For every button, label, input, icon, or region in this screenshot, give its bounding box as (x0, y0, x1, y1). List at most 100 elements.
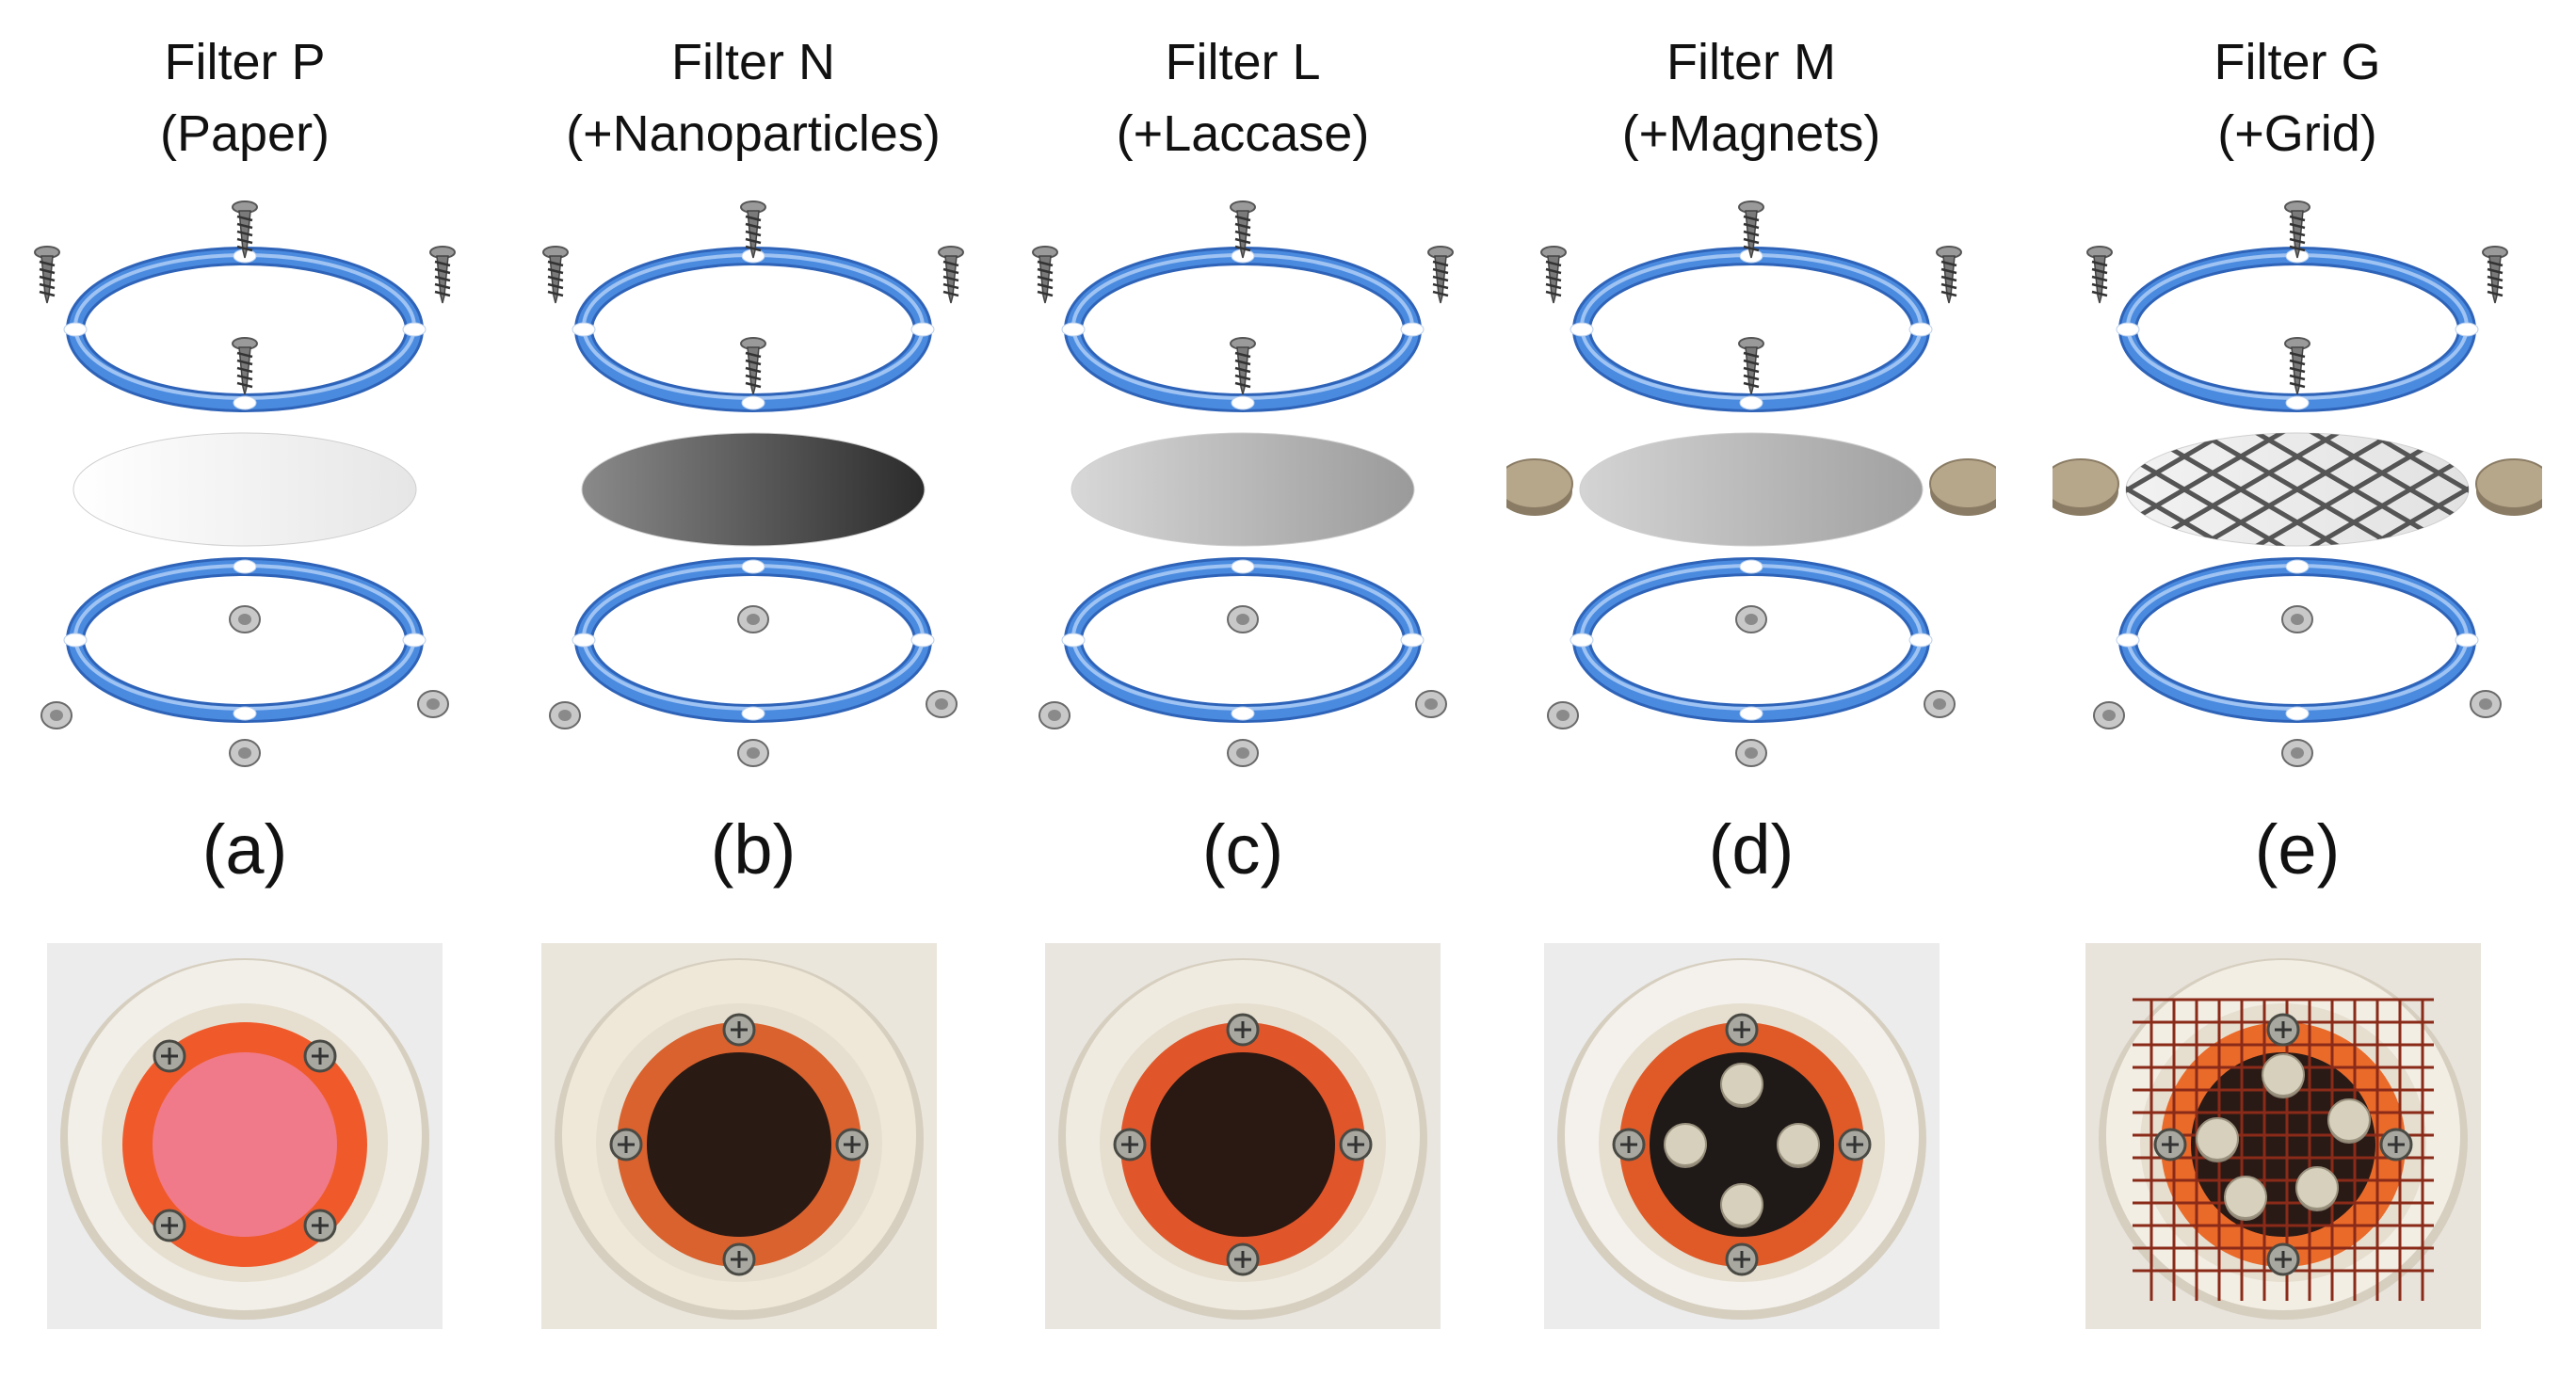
screw-icon (1032, 246, 1058, 304)
screw-icon (1226, 1242, 1260, 1276)
nut-icon (1547, 701, 1579, 729)
bottom-ring (572, 557, 935, 723)
panel-laccase: Filter L (+Laccase) (c) (998, 0, 1488, 1378)
panel-title: Filter N(+Nanoparticles) (508, 26, 998, 169)
magnet-icon (2053, 458, 2119, 516)
screw-icon (1936, 246, 1962, 304)
filter-center (647, 1052, 831, 1237)
panel-letter: (c) (1201, 810, 1284, 889)
screw-icon (835, 1128, 869, 1162)
screw-icon (303, 1209, 337, 1242)
nut-icon (1038, 701, 1071, 729)
screw-icon (2284, 200, 2310, 259)
nut-icon (926, 690, 958, 718)
screw-icon (1113, 1128, 1147, 1162)
screw-icon (722, 1242, 756, 1276)
filter-name: Filter L (1165, 34, 1321, 90)
filter-name: Filter N (671, 34, 835, 90)
exploded-diagram (1032, 200, 1454, 767)
nut-icon (229, 605, 261, 633)
magnet-icon (1720, 1183, 1763, 1228)
nut-icon (2281, 605, 2313, 633)
filter-description: (+Grid) (2217, 105, 2377, 162)
screw-icon (232, 337, 258, 395)
nut-icon (1735, 605, 1767, 633)
magnet-icon (1664, 1123, 1707, 1168)
filter-photo (2085, 943, 2481, 1329)
filter-photo (541, 943, 937, 1329)
nut-icon (417, 690, 449, 718)
screw-icon (153, 1039, 186, 1073)
magnet-icon (1929, 458, 1996, 516)
screw-icon (2482, 246, 2508, 304)
filter-disc (1579, 432, 1924, 547)
screw-icon (542, 246, 569, 304)
filter-photo (1045, 943, 1441, 1329)
magnet-icon (1506, 458, 1573, 516)
bottom-ring (1570, 557, 1933, 723)
bottom-ring (1061, 557, 1425, 723)
filter-center (153, 1052, 337, 1237)
panel-title: Filter P (Paper) (0, 26, 490, 169)
screw-icon (2153, 1128, 2187, 1162)
filter-name: Filter G (2214, 34, 2381, 90)
panel-letter: (e) (2254, 810, 2341, 889)
filter-center (1650, 1052, 1834, 1237)
panel-title: Filter M(+Magnets) (1506, 26, 1996, 169)
screw-icon (722, 1013, 756, 1047)
screw-icon (232, 200, 258, 259)
filter-photo (1544, 943, 1940, 1329)
magnet-icon (2295, 1166, 2339, 1211)
nut-icon (40, 701, 72, 729)
screw-icon (303, 1039, 337, 1073)
panel-paper: Filter P (Paper) (a) (0, 0, 490, 1378)
magnet-icon (2196, 1117, 2239, 1162)
screw-icon (1725, 1242, 1759, 1276)
screw-icon (740, 337, 766, 395)
panel-title: Filter G (+Grid) (2053, 26, 2542, 169)
screw-icon (740, 200, 766, 259)
screw-icon (1226, 1013, 1260, 1047)
filter-description: (+Magnets) (1621, 105, 1881, 162)
nut-icon (1735, 739, 1767, 767)
filter-description: (+Laccase) (1116, 105, 1370, 162)
nut-icon (2093, 701, 2125, 729)
screw-icon (1230, 200, 1256, 259)
screw-icon (1738, 200, 1764, 259)
filter-description: (Paper) (159, 105, 330, 162)
nut-icon (737, 605, 769, 633)
screw-icon (1427, 246, 1454, 304)
screw-icon (153, 1209, 186, 1242)
exploded-diagram (2053, 200, 2542, 767)
magnet-icon (1777, 1123, 1820, 1168)
filter-center (1151, 1052, 1335, 1237)
screw-icon (1230, 337, 1256, 395)
screw-icon (2086, 246, 2113, 304)
panel-letter: (a) (201, 810, 288, 889)
nut-icon (2281, 739, 2313, 767)
screw-icon (1725, 1013, 1759, 1047)
magnet-icon (2224, 1176, 2267, 1221)
panel-grid: Filter G (+Grid) (e) (2053, 0, 2542, 1378)
screw-icon (1838, 1128, 1872, 1162)
panel-letter: (d) (1708, 810, 1795, 889)
nut-icon (737, 739, 769, 767)
panel-title: Filter L (+Laccase) (998, 26, 1488, 169)
bottom-ring (63, 557, 427, 723)
filter-name: Filter P (164, 34, 326, 90)
nut-icon (229, 739, 261, 767)
magnet-icon (2262, 1053, 2305, 1098)
screw-icon (2284, 337, 2310, 395)
nut-icon (549, 701, 581, 729)
nut-icon (1227, 605, 1259, 633)
screw-icon (1339, 1128, 1373, 1162)
nut-icon (1227, 739, 1259, 767)
filter-disc (1071, 432, 1415, 547)
panel-magnets: Filter M(+Magnets) (d) (1506, 0, 1996, 1378)
nut-icon (1924, 690, 1956, 718)
screw-icon (2266, 1242, 2300, 1276)
magnet-icon (2327, 1098, 2371, 1144)
screw-icon (34, 246, 60, 304)
nut-icon (1415, 690, 1447, 718)
